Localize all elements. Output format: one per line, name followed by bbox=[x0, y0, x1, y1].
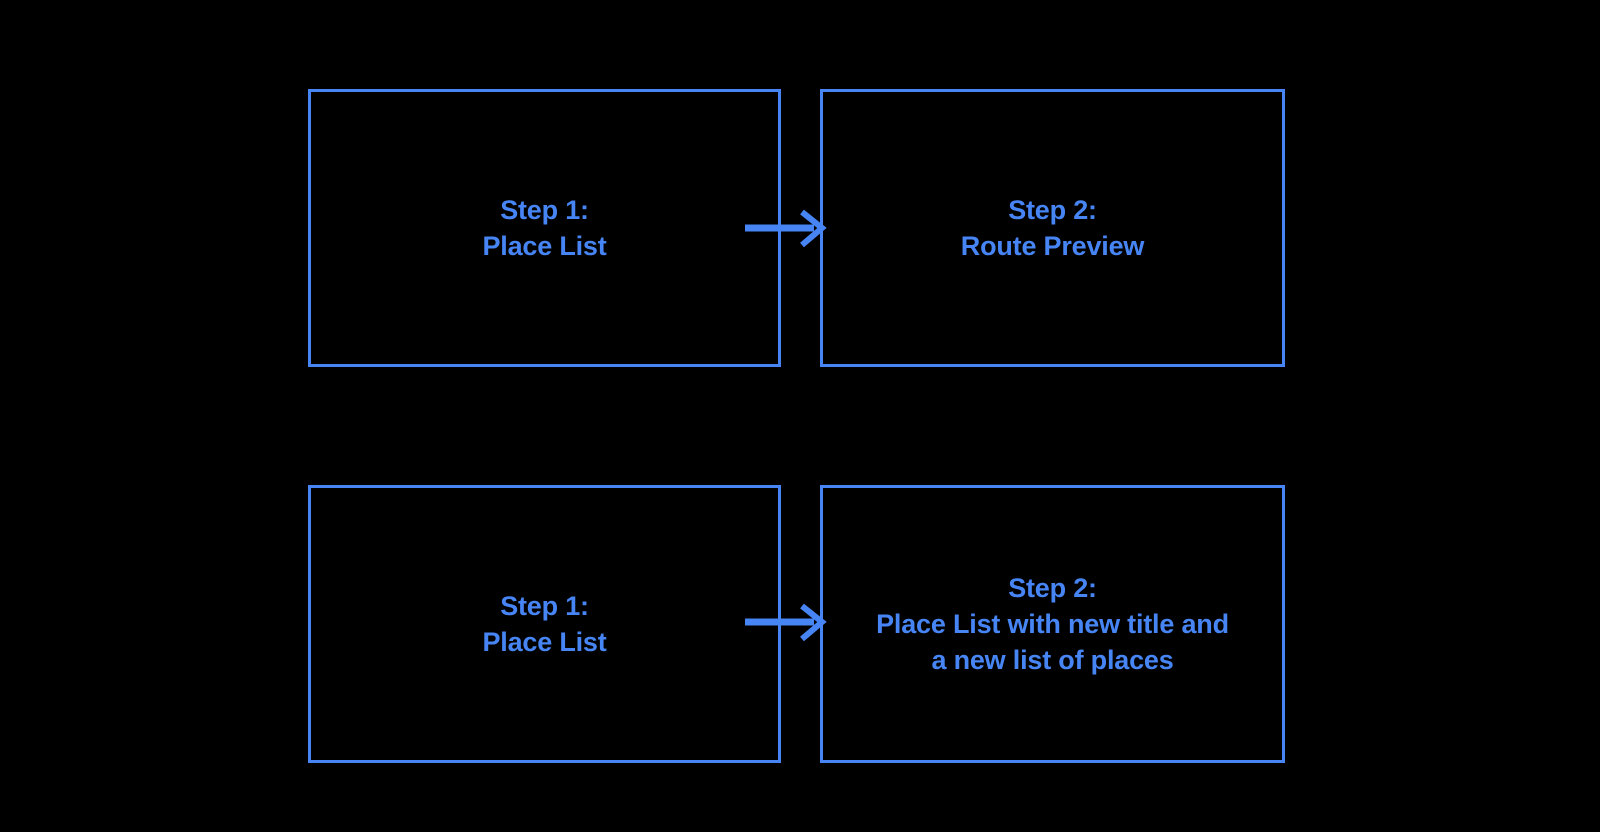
flow-box-label: Step 1: Place List bbox=[482, 591, 607, 657]
flow-box-step1-bottom[interactable]: Step 1: Place List bbox=[308, 485, 781, 763]
flow-box-step1-top[interactable]: Step 1: Place List bbox=[308, 89, 781, 367]
flow-box-label: Step 1: Place List bbox=[482, 195, 607, 261]
flow-box-step2-bottom[interactable]: Step 2: Place List with new title and a … bbox=[820, 485, 1285, 763]
flow-box-label: Step 2: Route Preview bbox=[960, 195, 1145, 261]
flow-box-step2-top[interactable]: Step 2: Route Preview bbox=[820, 89, 1285, 367]
arrow-right-icon bbox=[745, 209, 827, 248]
flow-box-label: Step 2: Place List with new title and a … bbox=[876, 573, 1229, 675]
arrow-right-icon bbox=[745, 603, 827, 642]
